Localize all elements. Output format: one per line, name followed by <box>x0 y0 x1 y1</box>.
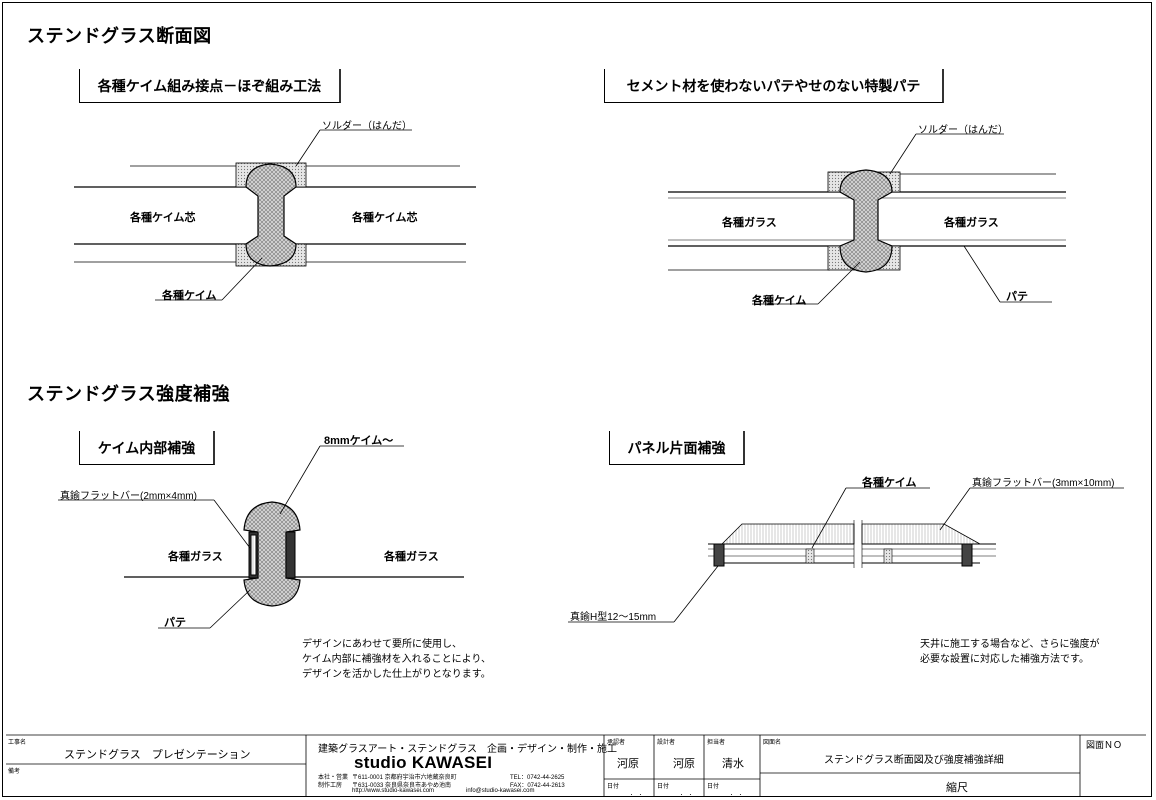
tenon-joint-title: 各種ケイム組み接点－ほぞ組み工法 <box>79 69 341 103</box>
title-block-lines <box>6 734 1146 796</box>
date-label-3: 日付 <box>707 784 720 790</box>
came-core-left-label: 各種ケイム芯 <box>130 212 196 224</box>
project-label: 工事名 <box>8 740 27 746</box>
date-value-1: ． ． <box>630 791 646 797</box>
solder-label-2: ソルダー（はんだ） <box>918 125 1008 136</box>
address-1-label: 本社・営業 <box>318 775 349 781</box>
address-2: 〒631-0033 奈良県奈良市あやめ池南 <box>352 783 452 789</box>
tel: TEL：0742-44-2625 <box>510 775 565 781</box>
glass-left-label-3: 各種ガラス <box>168 551 223 563</box>
brass-bar-label-4: 真鍮フラットバー(3mm×10mm) <box>972 478 1115 489</box>
came-8mm-label: 8mmケイム～ <box>324 435 394 447</box>
came-internal-figure <box>58 445 464 629</box>
company-name: studio KAWASEI <box>354 753 493 772</box>
glass-right-label: 各種ガラス <box>944 217 999 229</box>
glass-left-label: 各種ガラス <box>722 217 777 229</box>
designer-name: 河原 <box>673 758 695 770</box>
email: info@studio-kawasei.com <box>466 788 535 794</box>
came-internal-title: ケイム内部補強 <box>79 431 215 465</box>
note-line-2: ケイム内部に補強材を入れることにより、 <box>302 654 491 665</box>
putty-label: パテ <box>1006 291 1028 303</box>
tenon-joint-figure <box>74 129 476 301</box>
approved-name: 河原 <box>617 758 639 770</box>
note-line-1: 天井に施工する場合など、さらに強度が <box>920 639 1100 650</box>
date-label-2: 日付 <box>657 784 670 790</box>
company-tagline: 建築グラスアート・ステンドグラス 企画・デザイン・制作・施工 <box>318 744 617 755</box>
fax: FAX：0742-44-2613 <box>510 783 565 789</box>
solder-label: ソルダー（はんだ） <box>322 121 412 132</box>
drawing-title: ステンドグラス断面図及び強度補強詳細 <box>824 755 1004 766</box>
website-url: http://www.studio-kawasei.com <box>352 788 435 794</box>
putty-figure <box>668 133 1066 305</box>
glass-right-label-3: 各種ガラス <box>384 551 439 563</box>
date-value-3: ． ． <box>730 791 746 797</box>
approved-label: 承認者 <box>607 740 626 746</box>
date-label-1: 日付 <box>607 784 620 790</box>
date-value-2: ． ． <box>680 791 696 797</box>
came-label-2: 各種ケイム <box>752 295 807 307</box>
panel-side-title: パネル片面補強 <box>609 431 745 465</box>
came-core-right-label: 各種ケイム芯 <box>352 212 418 224</box>
note-line-2: 必要な設置に対応した補強方法です。 <box>920 654 1089 665</box>
putty-title: セメント材を使わないパテやせのない特製パテ <box>604 69 944 103</box>
designer-label: 設計者 <box>657 740 676 746</box>
project-name: ステンドグラス プレゼンテーション <box>64 749 251 761</box>
brass-bar-label: 真鍮フラットバー(2mm×4mm) <box>60 491 197 502</box>
drawing-number-label: 図面ＮＯ <box>1086 740 1123 750</box>
drafter-label: 担当者 <box>707 740 726 746</box>
panel-side-note: 天井に施工する場合など、さらに強度が 必要な設置に対応した補強方法です。 <box>920 637 1100 667</box>
address-2-label: 制作工房 <box>318 783 343 789</box>
drafter-name: 清水 <box>722 758 744 770</box>
came-label-4: 各種ケイム <box>862 477 917 489</box>
note-line-1: デザインにあわせて要所に使用し、 <box>302 639 462 650</box>
drawing-title-label: 図面名 <box>763 740 782 746</box>
came-internal-note: デザインにあわせて要所に使用し、 ケイム内部に補強材を入れることにより、 デザイ… <box>302 637 491 682</box>
cross-section-heading: ステンドグラス断面図 <box>27 26 212 46</box>
remarks-label: 備考 <box>8 769 21 775</box>
note-line-3: デザインを活かした仕上がりとなります。 <box>302 669 491 680</box>
address-1: 〒611-0001 京都府宇治市六地蔵奈良町 <box>352 775 457 781</box>
reinforcement-heading: ステンドグラス強度補強 <box>27 384 231 404</box>
panel-side-figure <box>568 487 1124 623</box>
putty-label-3: パテ <box>164 617 186 629</box>
h-type-label: 真鍮H型12～15mm <box>570 612 657 623</box>
came-label: 各種ケイム <box>162 290 217 302</box>
scale-label: 縮尺 <box>946 782 968 794</box>
